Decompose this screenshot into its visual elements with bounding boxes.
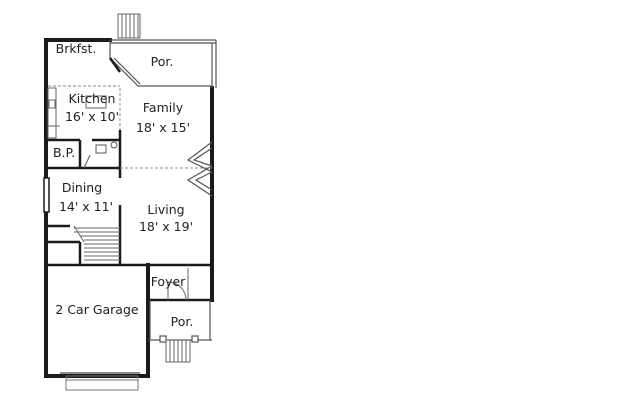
- room-label-foyer: Foyer: [151, 274, 186, 289]
- front-steps: [165, 339, 191, 363]
- room-size-family: 18' x 15': [136, 120, 190, 135]
- rear-porch-outline: [109, 39, 217, 88]
- foyer-door: [167, 268, 189, 301]
- room-label-dining: Dining: [62, 180, 102, 195]
- room-label-family: Family: [143, 100, 184, 115]
- room-label-porch-rear: Por.: [151, 54, 174, 69]
- fireplace: [186, 141, 213, 197]
- room-label-butler-pantry: B.P.: [53, 145, 75, 160]
- room-label-breakfast: Brkfst.: [56, 41, 97, 56]
- rear-steps: [117, 13, 141, 39]
- room-label-kitchen: Kitchen: [69, 91, 116, 106]
- room-size-kitchen: 16' x 10': [65, 109, 119, 124]
- room-size-living: 18' x 19': [139, 219, 193, 234]
- garage-apron: [65, 375, 139, 391]
- room-label-living: Living: [147, 202, 184, 217]
- room-label-garage: 2 Car Garage: [55, 302, 139, 317]
- kitchen-counters: [47, 87, 107, 139]
- bath-fixtures: [83, 141, 118, 169]
- room-label-porch-front: Por.: [171, 314, 194, 329]
- opening-lines: [48, 85, 212, 169]
- left-windows: [43, 177, 50, 213]
- room-size-dining: 14' x 11': [59, 199, 113, 214]
- interior-walls: [46, 57, 212, 302]
- staircase: [73, 225, 120, 261]
